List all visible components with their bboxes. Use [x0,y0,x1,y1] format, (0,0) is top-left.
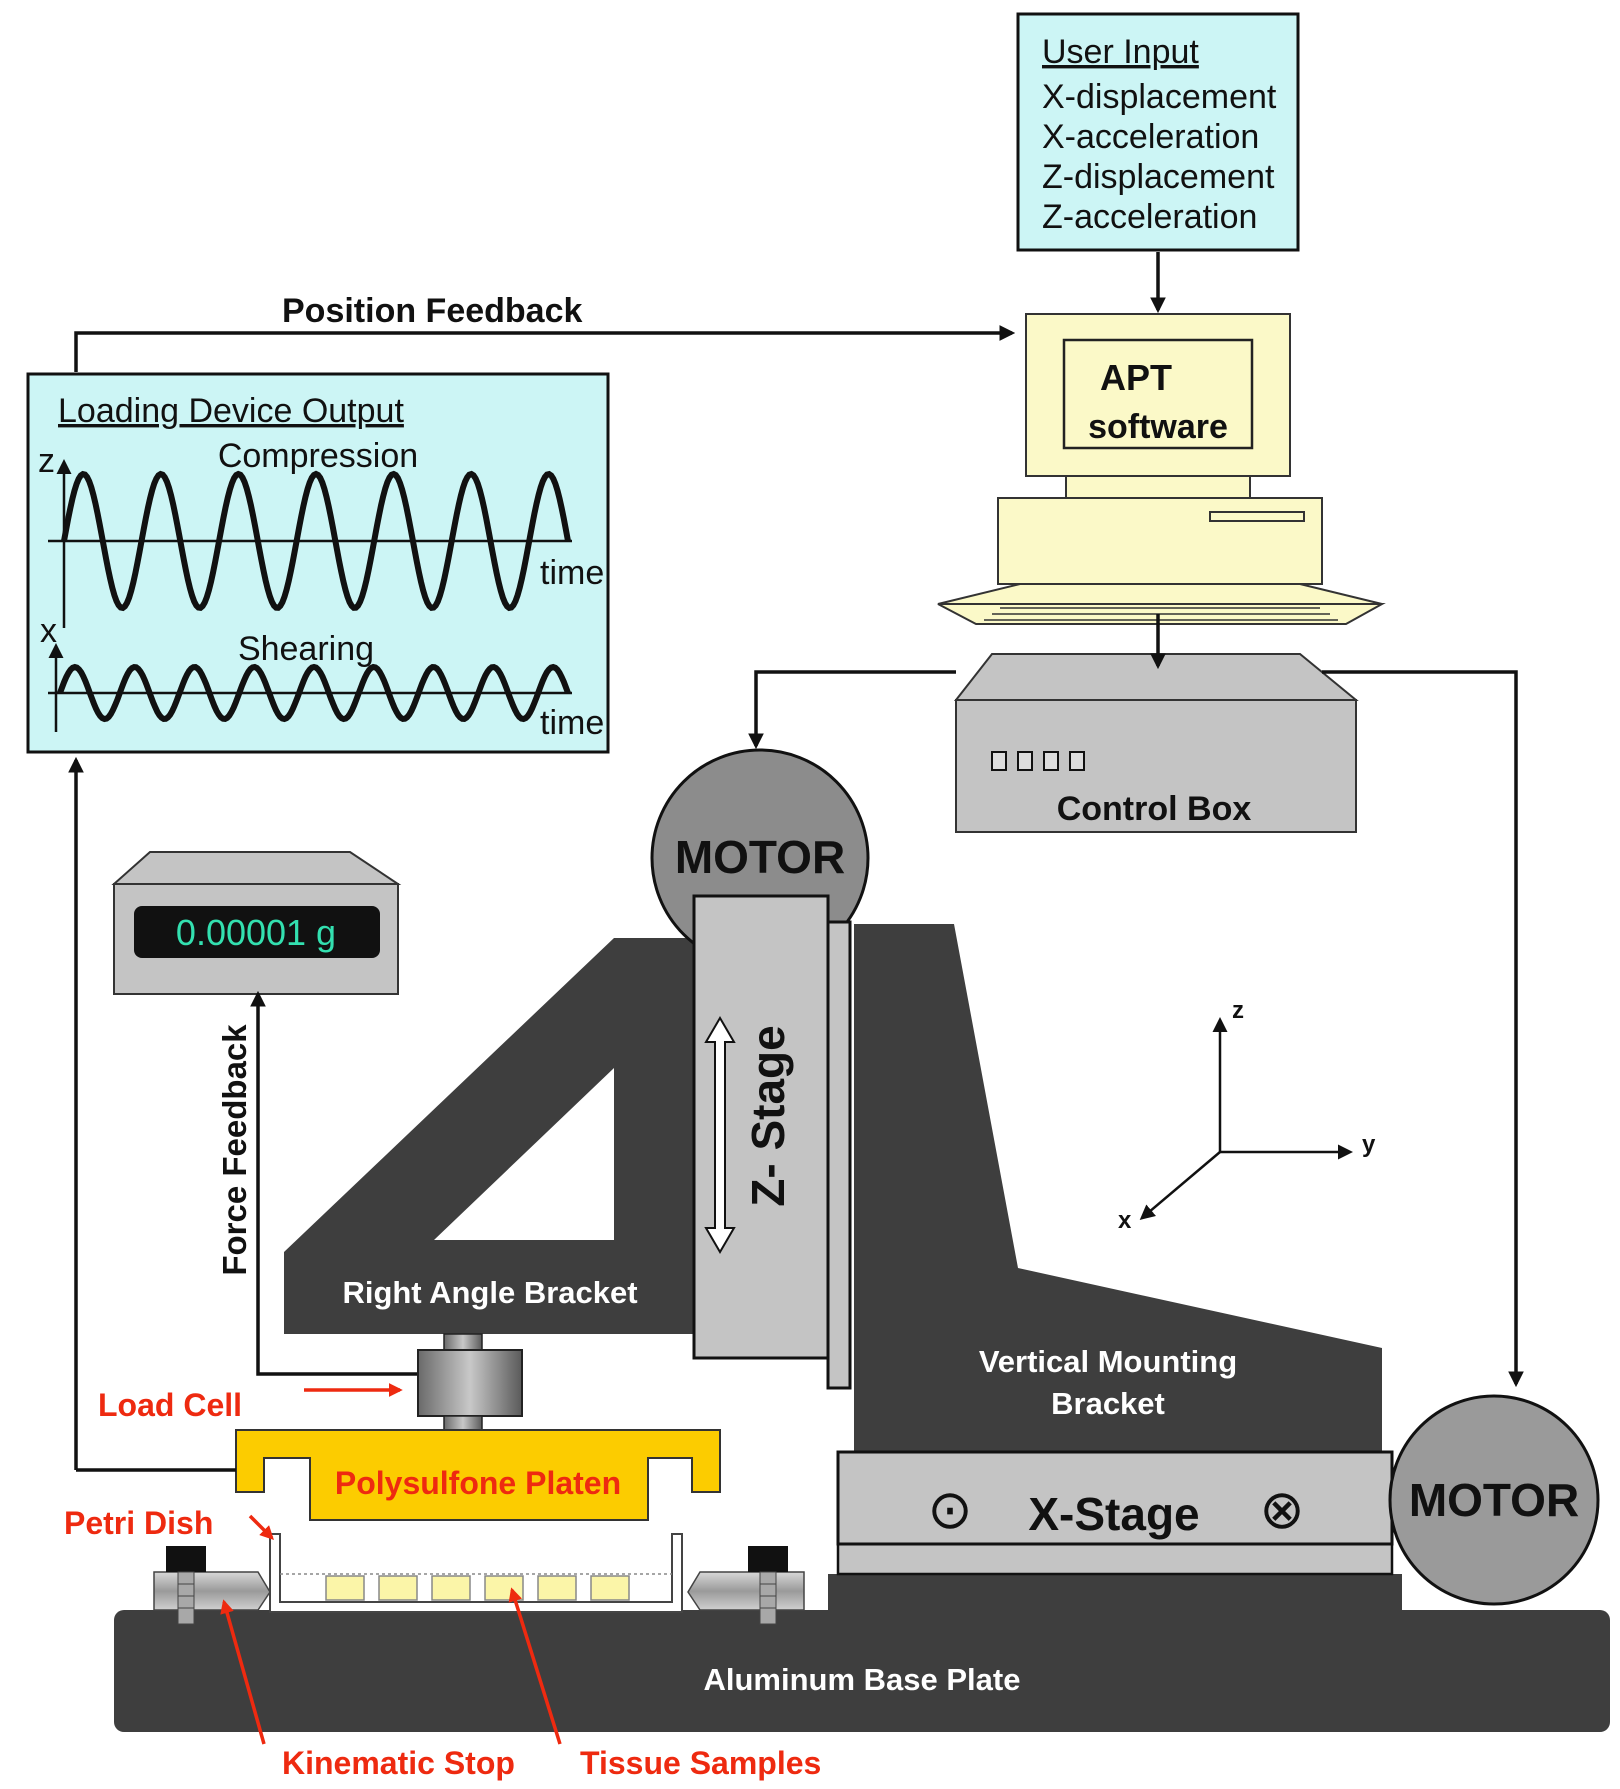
user-input-item: Z-acceleration [1042,198,1257,236]
platen-label: Polysulfone Platen [335,1465,621,1501]
z-axis-label: z [38,442,55,480]
software-label: software [1088,408,1228,446]
control-box-label: Control Box [1057,790,1252,828]
disk-drive-slot [1209,511,1305,522]
x-axis-label: x [40,612,57,650]
force-feedback-label: Force Feedback [216,1024,253,1276]
coordinate-axes: z y x [1118,997,1376,1234]
user-input-item: X-displacement [1042,78,1277,116]
computer-screen [1062,338,1254,450]
x-stage-base [828,1574,1402,1610]
base-plate-label: Aluminum Base Plate [704,1662,1021,1697]
into-page-symbol: ⊗ [1259,1480,1304,1540]
right-angle-bracket-label: Right Angle Bracket [342,1275,637,1310]
tissue-sample [325,1575,365,1601]
force-feedback-line [250,990,418,1376]
force-balance: 0.00001 g [111,851,402,995]
vertical-mounting-bracket [834,924,1382,1452]
computer-case [997,497,1323,585]
x-motor-label: MOTOR [1409,1474,1579,1526]
kinematic-stop-label: Kinematic Stop [282,1745,515,1781]
petri-dish-pointer [248,1514,274,1540]
shearing-wave [57,663,571,723]
out-of-page-symbol: ⊙ [927,1480,972,1540]
petri-dish-label: Petri Dish [64,1505,213,1541]
balance-display [134,906,380,958]
user-input-item: Z-displacement [1042,158,1275,196]
apt-label: APT [1100,357,1172,398]
x-stage-label: X-Stage [1028,1488,1199,1540]
shearing-label: Shearing [238,630,374,668]
aluminum-base-plate [114,1610,1610,1732]
tissue-sample [590,1575,630,1601]
z-stage-label: Z- Stage [742,1025,794,1206]
control-box-button [1069,751,1085,771]
tissue-samples-label: Tissue Samples [580,1745,821,1781]
x-motor [1388,1394,1600,1606]
compression-wave [61,470,571,612]
kinematic-stop [153,1546,271,1625]
tissue-samples [325,1575,630,1601]
tissue-samples-pointer [508,1587,562,1745]
tissue-sample [484,1575,524,1601]
loading-output-panel: Loading Device Output Compression Sheari… [26,372,610,754]
z-stage-double-arrow [704,1016,736,1254]
kinematic-stop [687,1546,805,1625]
control-box-button [1043,751,1059,771]
tissue-sample [378,1575,418,1601]
axis-z-label: z [1232,997,1244,1024]
compression-label: Compression [218,437,418,475]
time-label: time [540,704,604,742]
vertical-bracket-label: Bracket [1051,1386,1165,1421]
position-feedback-label: Position Feedback [282,292,582,330]
control-box-button [1017,751,1033,771]
axis-y-label: y [1362,1131,1376,1158]
x-axis [1139,1151,1221,1220]
x-motor-control-line [1322,670,1524,1388]
vertical-bracket-label: Vertical Mounting [979,1344,1237,1379]
position-feedback-line [74,325,1016,372]
z-motor-label: MOTOR [675,831,845,883]
x-stage-lower-plate [836,1542,1394,1576]
loading-output-title: Loading Device Output [58,392,404,430]
right-angle-bracket [284,938,700,1334]
petri-dish [269,1533,683,1613]
user-input-box: User Input X-displacement X-acceleration… [1016,12,1300,252]
tissue-sample [431,1575,471,1601]
z-stage-rail [826,920,852,1390]
load-cell-label: Load Cell [98,1387,242,1423]
kinematic-stop-pointer [220,1599,266,1745]
control-box-button [991,751,1007,771]
balance-reading: 0.00001 g [176,912,336,953]
time-label: time [540,554,604,592]
x-stage [836,1450,1394,1546]
tissue-sample [537,1575,577,1601]
axis-x-label: x [1118,1207,1132,1234]
z-motor-control-line [748,670,956,750]
user-input-title: User Input [1042,33,1199,71]
load-cell [417,1349,523,1417]
user-input-item: X-acceleration [1042,118,1259,156]
computer: APT software [937,313,1386,625]
polysulfone-platen [235,1429,721,1521]
control-box: Control Box [953,653,1359,833]
